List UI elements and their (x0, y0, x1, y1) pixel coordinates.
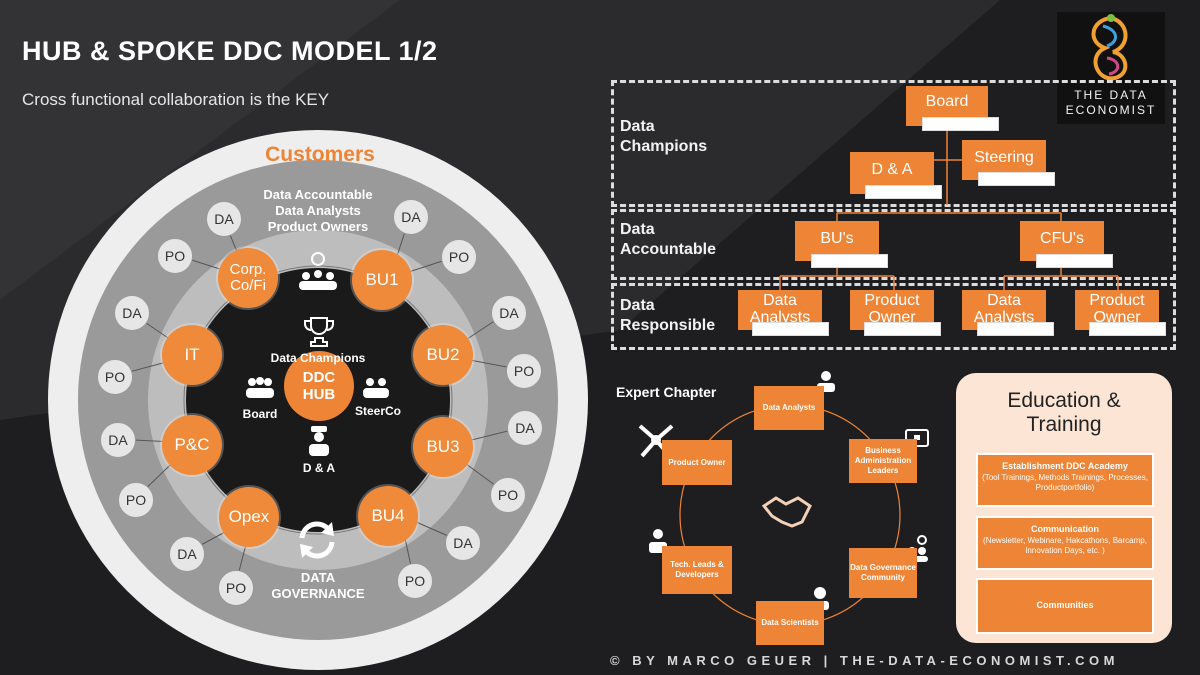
node-bu1: BU1 (352, 250, 412, 310)
node-bu2: BU2 (413, 325, 473, 385)
po-badge: PO (506, 353, 542, 389)
expert-product-owner: Product Owner (662, 440, 732, 485)
org-product-owner-bu-name (864, 322, 941, 336)
po-badge: PO (397, 563, 433, 599)
page-title: HUB & SPOKE DDC MODEL 1/2 (22, 36, 438, 66)
node-opex: Opex (219, 487, 279, 547)
education-title: Education &Training (1007, 389, 1121, 436)
da-badge: DA (114, 295, 150, 331)
po-badge: PO (490, 477, 526, 513)
node-pc: P&C (162, 415, 222, 475)
po-badge: PO (118, 482, 154, 518)
logo-line-1: THE DATA (1074, 88, 1148, 102)
org-steering-name (978, 172, 1055, 186)
sync-icon (299, 521, 335, 559)
org-board-name (922, 117, 999, 131)
po-badge: PO (441, 239, 477, 275)
po-badge: PO (97, 359, 133, 395)
da-badge: DA (507, 410, 543, 446)
chest-icon (905, 429, 929, 447)
org-data-analysts-cfu-name (977, 322, 1054, 336)
brain-logo-icon (1091, 14, 1128, 81)
footer-credit: © BY MARCO GEUER | THE-DATA-ECONOMIST.CO… (610, 653, 1119, 668)
da-badge: DA (169, 536, 205, 572)
section-label-responsible: Data Responsible (620, 297, 716, 334)
edu-card-academy: Establishment DDC Academy (Tool Training… (976, 453, 1154, 507)
section-label-champions: Data Champions (620, 118, 708, 155)
steerco-team-icon (363, 378, 389, 398)
d-and-a-label: D & A (302, 461, 336, 475)
board-label: Board (242, 407, 278, 421)
expert-data-analysts: Data Analysts (754, 386, 824, 430)
po-badge: PO (218, 570, 254, 606)
da-badge: DA (445, 525, 481, 561)
edu-card-communities: Communities (976, 578, 1154, 634)
expert-chapter-title: Expert Chapter (616, 384, 717, 400)
expert-governance-community: Data Governance Community (849, 548, 917, 598)
logo-line-2: ECONOMIST (1065, 103, 1157, 117)
section-champions-box (611, 80, 1176, 207)
education-panel: Education &Training Establishment DDC Ac… (956, 373, 1172, 643)
edu-card-communication: Communication (Newsletter, Webinare, Hak… (976, 516, 1154, 570)
expert-tech-leads: Tech. Leads & Developers (662, 546, 732, 594)
handshake-icon (762, 496, 812, 528)
section-label-accountable: Data Accountable (620, 221, 717, 258)
board-team-icon (246, 377, 274, 398)
expert-data-scientists: Data Scientists (756, 601, 824, 645)
org-da-name (865, 185, 942, 199)
po-badge: PO (157, 238, 193, 274)
node-corp-cofi: Corp. Co/Fi (218, 248, 278, 308)
da-badge: DA (100, 422, 136, 458)
node-it: IT (162, 325, 222, 385)
org-product-owner-cfu-name (1089, 322, 1166, 336)
officer-icon (309, 426, 329, 456)
da-badge: DA (491, 295, 527, 331)
customers-label: Customers (265, 143, 375, 166)
org-bus-name (811, 254, 888, 268)
steerco-label: SteerCo (354, 404, 401, 418)
org-data-analysts-bu-name (752, 322, 829, 336)
da-badge: DA (393, 199, 429, 235)
node-bu3: BU3 (413, 417, 473, 477)
expert-business-admin: Business Administration Leaders (849, 439, 917, 483)
org-cfus-name (1036, 254, 1113, 268)
champions-label: Data Champions (270, 351, 366, 365)
lightbulb-team-icon (299, 252, 337, 290)
node-bu4: BU4 (358, 486, 418, 546)
page-subtitle: Cross functional collaboration is the KE… (22, 90, 330, 109)
da-badge: DA (206, 201, 242, 237)
logo: THE DATA ECONOMIST (1057, 12, 1165, 124)
trophy-icon (304, 317, 334, 347)
